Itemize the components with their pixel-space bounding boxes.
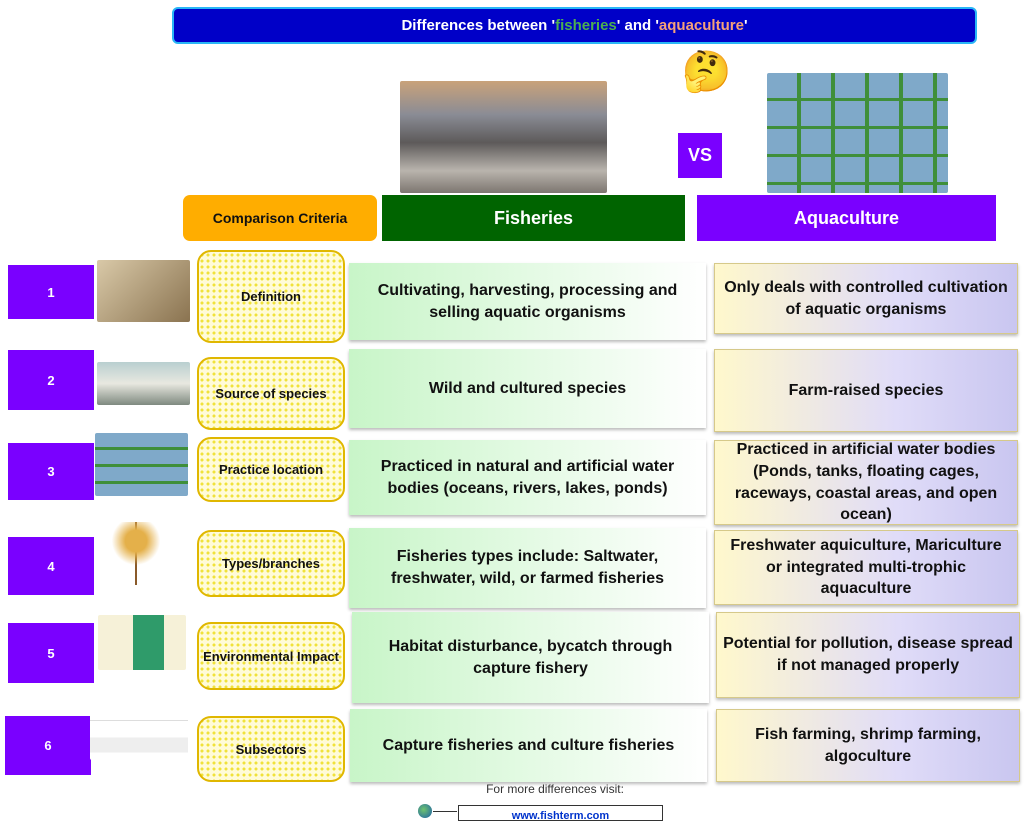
fisheries-cell: Fisheries types include: Saltwater, fres… [349, 528, 706, 608]
criteria-cell: Types/branches [197, 530, 345, 597]
title-text: ' and ' [616, 17, 659, 34]
ponds-icon [95, 433, 188, 496]
criteria-cell: Environmental Impact [197, 622, 345, 690]
row-number: 1 [8, 265, 94, 319]
magnifier-icon [97, 260, 190, 322]
title-text: ' [743, 17, 748, 34]
header-fisheries: Fisheries [382, 195, 685, 241]
row-number: 6 [5, 716, 91, 775]
aquaculture-cell: Fish farming, shrimp farming, algocultur… [716, 709, 1020, 782]
criteria-cell: Definition [197, 250, 345, 343]
title-text: Differences between ' [401, 17, 556, 34]
hierarchy-diagram-icon [90, 710, 188, 760]
aquaculture-ponds-image [767, 73, 948, 193]
arrow-icon [433, 811, 457, 812]
aquaculture-cell: Potential for pollution, disease spread … [716, 612, 1020, 698]
fishing-net-image [400, 81, 607, 193]
fish-species-icon [97, 362, 190, 405]
vs-badge: VS [678, 133, 722, 178]
thinking-person-icon: 🤔 [681, 50, 732, 94]
criteria-cell: Practice location [197, 437, 345, 502]
page-title: Differences between 'fisheries' and 'aqu… [172, 7, 977, 44]
environment-icon [98, 615, 186, 670]
row-number: 5 [8, 623, 94, 683]
aquaculture-cell: Farm-raised species [714, 349, 1018, 432]
header-aquaculture: Aquaculture [697, 195, 996, 241]
title-aquaculture: aquaculture [658, 17, 744, 34]
title-fisheries: fisheries [555, 17, 617, 34]
criteria-cell: Subsectors [197, 716, 345, 782]
row-number: 2 [8, 350, 94, 410]
tree-icon [105, 522, 167, 585]
criteria-cell: Source of species [197, 357, 345, 430]
fisheries-cell: Wild and cultured species [349, 349, 706, 428]
fisheries-cell: Cultivating, harvesting, processing and … [349, 263, 706, 340]
fisheries-cell: Practiced in natural and artificial wate… [349, 440, 706, 515]
row-number: 4 [8, 537, 94, 595]
footer-text: For more differences visit: [486, 782, 624, 796]
header-criteria: Comparison Criteria [183, 195, 377, 241]
globe-icon [418, 804, 432, 818]
aquaculture-cell: Practiced in artificial water bodies (Po… [714, 440, 1018, 525]
fisheries-cell: Habitat disturbance, bycatch through cap… [352, 612, 709, 703]
website-link[interactable]: www.fishterm.com [458, 805, 663, 822]
aquaculture-cell: Freshwater aquiculture, Mariculture or i… [714, 530, 1018, 605]
row-number: 3 [8, 443, 94, 500]
aquaculture-cell: Only deals with controlled cultivation o… [714, 263, 1018, 334]
fisheries-cell: Capture fisheries and culture fisheries [350, 709, 707, 782]
